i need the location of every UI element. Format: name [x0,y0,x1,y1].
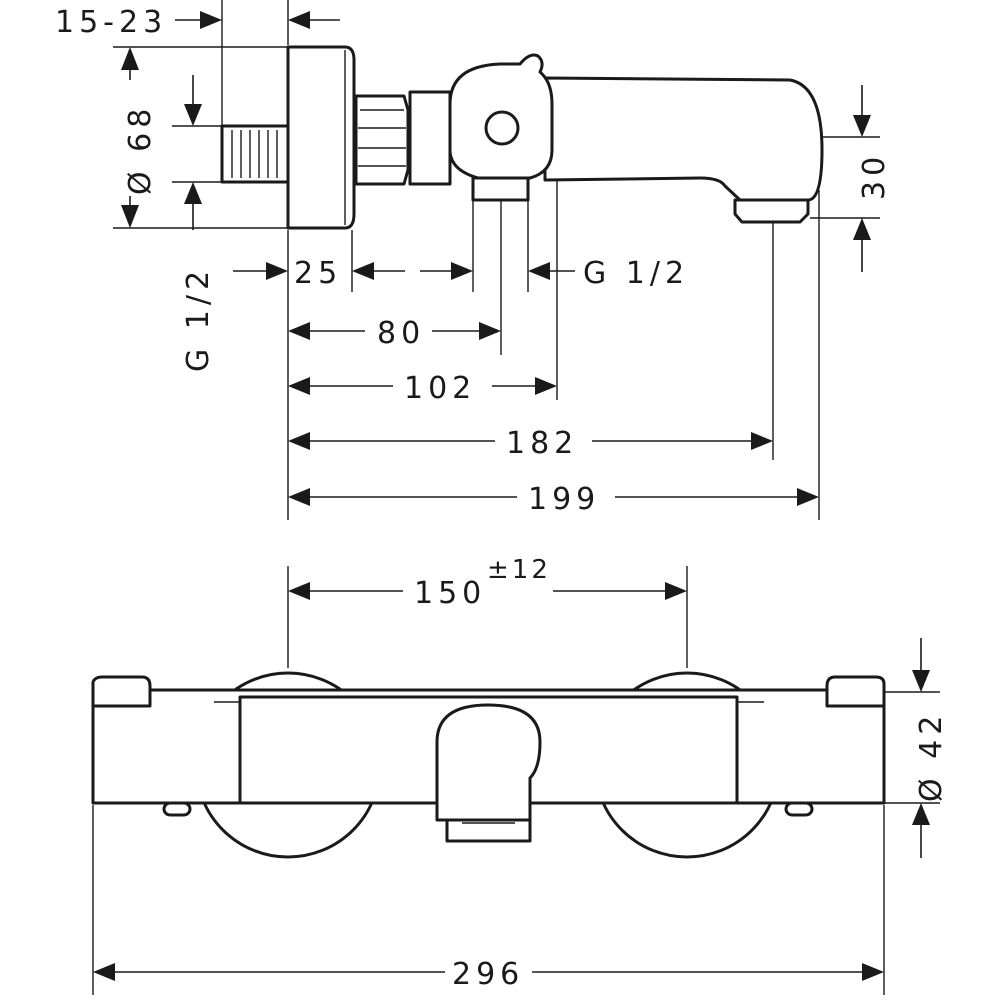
foot-left [162,801,192,817]
label-wall-gap: 15-23 [55,5,167,40]
side-view: 15-23 Ø 68 G 1/2 25 [55,0,892,520]
side-view-body [220,45,824,230]
label-182: 182 [506,426,578,461]
union-nut [354,94,410,186]
label-tolerance: ±12 [487,555,551,585]
dim-centres: 150 ±12 [288,555,687,611]
dim-199: 199 [288,482,819,517]
label-25: 25 [294,256,342,291]
handle-cap [484,110,520,146]
label-102: 102 [404,371,476,406]
spout-aerator [733,198,810,224]
label-total-width: 296 [452,957,524,992]
dim-25: 25 [233,256,405,291]
spout-aerator-front [445,818,532,843]
cover-flange [286,45,356,230]
dim-thread-vertical: G 1/2 [181,75,216,372]
dim-thread-horizontal: G 1/2 [528,256,689,291]
dim-30: 30 [853,85,892,272]
dim-wall-gap: 15-23 [55,5,340,40]
dim-diameter-68: Ø 68 [121,47,158,228]
label-diameter-68: Ø 68 [123,104,158,195]
dim-total-width: 296 [93,957,884,992]
label-centres: 150 [414,576,486,611]
label-30: 30 [857,152,892,200]
front-view-body [91,671,886,859]
label-80: 80 [377,316,425,351]
label-thread-vertical: G 1/2 [181,266,216,372]
dim-handle-base-left [420,262,473,280]
dim-182: 182 [288,426,773,461]
label-diameter-42: Ø 42 [914,711,949,802]
label-thread-horizontal: G 1/2 [583,256,689,291]
handle-base [471,176,530,202]
side-view-extension-lines [113,0,880,520]
foot-right [784,801,814,817]
front-view-extension-lines [92,566,940,995]
end-cap-right [825,675,886,708]
body-connector [408,90,452,186]
dim-diameter-42: Ø 42 [912,638,949,858]
spout-front [435,703,542,822]
front-view: 150 ±12 Ø 42 296 [91,555,949,995]
end-cap-left [91,675,152,708]
spout [543,76,824,202]
label-199: 199 [528,482,600,517]
dim-80: 80 [288,316,501,351]
dim-102: 102 [288,371,557,406]
